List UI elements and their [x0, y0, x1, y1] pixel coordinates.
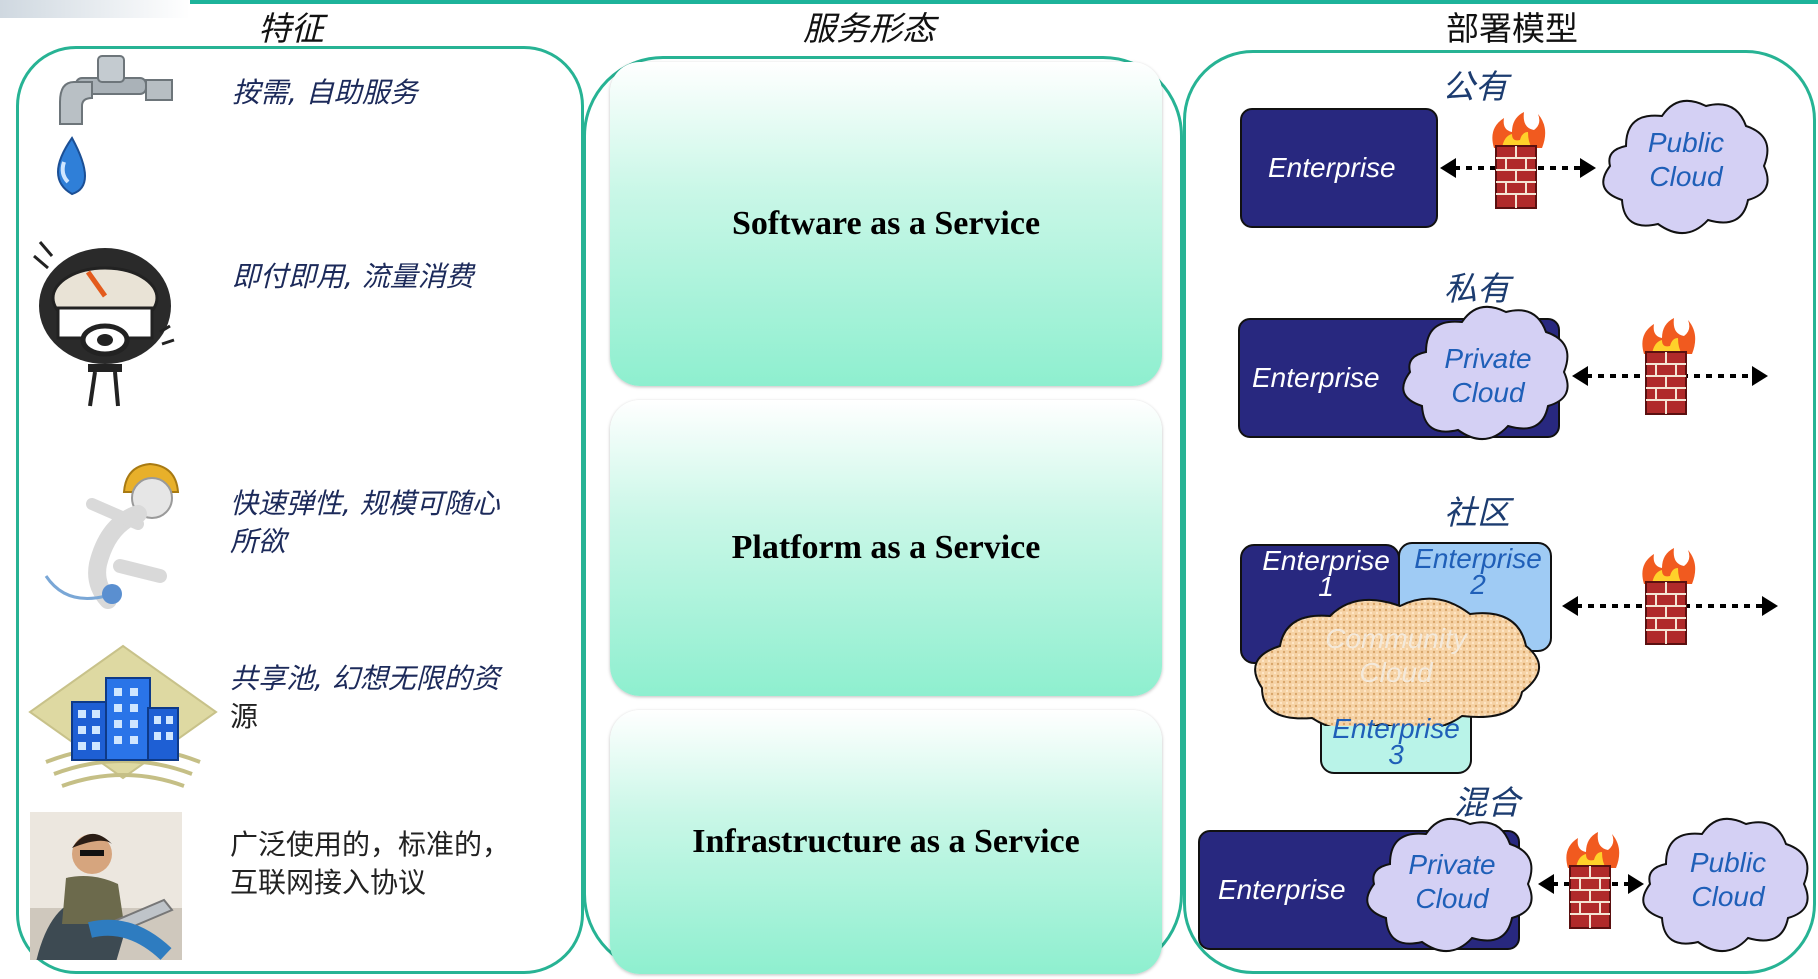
hybrid-public-line1: Public	[1689, 847, 1767, 878]
feature-text-elasticity-1: 快速弹性, 规模可随心	[230, 487, 500, 520]
community-ent2-line2: 2	[1470, 569, 1486, 600]
community-firewall-icon	[1642, 548, 1696, 645]
iaas-box: Infrastructure as a Service	[610, 710, 1162, 974]
meter-gauge-icon	[30, 236, 180, 416]
feature-text-pool-2: 源	[230, 700, 259, 733]
feature-text-access-2: 互联网接入协议	[230, 866, 427, 899]
feature-text-pool-1: 共享池, 幻想无限的资	[230, 662, 500, 695]
features-panel	[16, 46, 584, 974]
feature-text-on-demand: 按需, 自助服务	[232, 76, 418, 109]
hybrid-public-cloud-label: Public Cloud	[1678, 846, 1778, 914]
public-cloud-line1: Public	[1647, 127, 1725, 158]
community-ent3-line1: Enterprise	[1332, 713, 1460, 744]
features-header: 特征	[258, 9, 324, 48]
community-ent1-line1: Enterprise	[1262, 545, 1390, 576]
private-cloud-line2: Cloud	[1451, 377, 1525, 408]
deployment-models-header: 部署模型	[1446, 9, 1578, 48]
private-title: 私有	[1444, 269, 1510, 308]
public-enterprise-label: Enterprise	[1268, 152, 1396, 183]
hybrid-public-cloud-shape	[1642, 817, 1809, 952]
community-enterprise1-label: Enterprise 1	[1254, 545, 1398, 602]
hybrid-private-cloud-shape	[1366, 817, 1533, 952]
private-cloud-label: Private Cloud	[1436, 342, 1540, 410]
saas-label: Software as a Service	[731, 205, 1041, 242]
community-title: 社区	[1444, 493, 1510, 532]
public-cloud-shape	[1602, 99, 1769, 234]
hybrid-private-line1: Private	[1408, 849, 1496, 880]
iaas-label: Infrastructure as a Service	[692, 823, 1080, 860]
public-cloud-line2: Cloud	[1649, 161, 1723, 192]
top-rule	[0, 0, 1818, 4]
buildings-pool-icon	[28, 642, 218, 792]
hybrid-enterprise-label: Enterprise	[1218, 874, 1346, 905]
hybrid-private-cloud-label: Private Cloud	[1400, 848, 1504, 916]
corner-decoration	[0, 0, 190, 18]
hybrid-public-line2: Cloud	[1691, 881, 1765, 912]
hybrid-title: 混合	[1454, 783, 1520, 822]
private-firewall-icon	[1642, 318, 1696, 415]
community-ent2-line1: Enterprise	[1414, 543, 1542, 574]
hybrid-firewall-icon	[1566, 832, 1620, 929]
community-cloud-line1: Community	[1325, 623, 1467, 654]
public-cloud-label: Public Cloud	[1636, 126, 1736, 194]
public-title: 公有	[1442, 67, 1508, 106]
deployment-panel	[1183, 50, 1816, 974]
feature-text-access-1: 广泛使用的，标准的，	[230, 828, 511, 861]
private-cloud-line1: Private	[1444, 343, 1532, 374]
private-enterprise-label: Enterprise	[1252, 362, 1380, 393]
water-tap-icon	[36, 50, 186, 200]
service-models-header: 服务形态	[803, 9, 935, 48]
feature-text-elasticity-2: 所欲	[230, 525, 287, 558]
community-ent1-line2: 1	[1318, 571, 1334, 602]
paas-label: Platform as a Service	[731, 529, 1041, 566]
public-enterprise-box: Enterprise	[1240, 108, 1438, 228]
community-ent3-line2: 3	[1388, 739, 1404, 770]
community-cloud-line2: Cloud	[1359, 657, 1433, 688]
community-link-arrow	[1562, 596, 1778, 616]
community-cloud-shape	[1254, 597, 1541, 726]
saas-box: Software as a Service	[610, 62, 1162, 386]
paas-box: Platform as a Service	[610, 400, 1162, 696]
jumping-figure-icon	[30, 446, 200, 616]
private-cloud-shape	[1402, 305, 1569, 440]
public-firewall-icon	[1492, 112, 1546, 209]
community-cloud-label: Community Cloud	[1296, 622, 1496, 690]
hybrid-private-line2: Cloud	[1415, 883, 1489, 914]
community-enterprise2-label: Enterprise 2	[1404, 543, 1552, 600]
community-enterprise3-label: Enterprise 3	[1322, 713, 1470, 770]
feature-text-pay-per-use: 即付即用, 流量消费	[232, 260, 474, 293]
laptop-user-icon	[30, 812, 182, 962]
